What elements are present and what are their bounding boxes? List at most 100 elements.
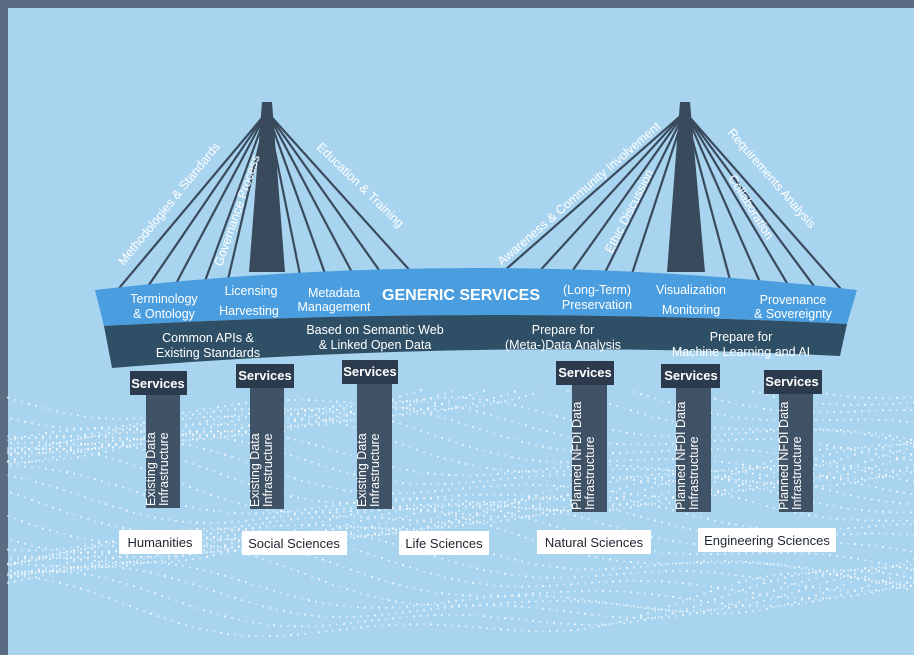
wave-dot: [443, 606, 447, 609]
wave-dot: [748, 561, 752, 565]
wave-dot: [216, 424, 220, 427]
wave-dot: [436, 394, 440, 397]
wave-dot: [531, 498, 535, 501]
wave-dot: [300, 597, 304, 600]
wave-dot: [429, 623, 433, 626]
wave-dot: [457, 482, 461, 485]
wave-dot: [363, 620, 367, 623]
wave-dot: [688, 553, 692, 556]
wave-dot: [513, 390, 517, 393]
wave-dot: [352, 501, 356, 504]
wave-dot: [443, 457, 447, 460]
wave-dot: [391, 532, 395, 535]
wave-dot: [349, 568, 353, 571]
wave-dot: [62, 489, 66, 492]
wave-dot: [317, 578, 321, 581]
wave-dot: [818, 448, 822, 451]
wave-dot: [412, 587, 416, 590]
wave-dot: [433, 507, 437, 510]
wave-dot: [758, 477, 762, 480]
wave-dot: [860, 509, 864, 512]
wave-dot: [534, 409, 538, 412]
wave-dot: [562, 474, 566, 477]
wave-dot: [27, 572, 31, 575]
wave-dot: [839, 506, 843, 509]
wave-dot: [9, 417, 13, 420]
wave-dot: [898, 586, 902, 589]
wave-dot: [289, 408, 293, 411]
wave-dot: [401, 518, 405, 521]
wave-dot: [219, 631, 223, 635]
wave-dot: [608, 602, 612, 605]
wave-dot: [730, 560, 734, 563]
wave-dot: [856, 465, 860, 469]
wave-dot: [814, 572, 818, 575]
deck-item-preservation: (Long-Term)Preservation: [562, 283, 632, 312]
wave-dot: [419, 400, 423, 403]
wave-dot: [408, 413, 412, 416]
wave-dot: [548, 413, 552, 416]
wave-dot: [482, 522, 486, 525]
wave-dot: [510, 456, 514, 459]
wave-dot: [636, 443, 640, 446]
wave-dot: [723, 560, 727, 563]
wave-dot: [324, 465, 328, 468]
wave-dot: [230, 456, 234, 459]
wave-dot: [209, 538, 213, 541]
wave-dot: [440, 613, 444, 617]
wave-dot: [506, 585, 510, 588]
wave-dot: [226, 548, 230, 551]
wave-dot: [216, 415, 220, 418]
wave-dot: [618, 509, 622, 513]
wave-dot: [828, 418, 832, 421]
wave-dot: [366, 534, 370, 537]
wave-dot: [807, 552, 811, 555]
wave-dot: [41, 447, 45, 450]
wave-dot: [114, 566, 118, 569]
wave-dot: [195, 521, 199, 524]
wave-dot: [51, 570, 55, 573]
wave-dot: [461, 443, 465, 446]
wave-dot: [485, 511, 489, 514]
wave-dot: [419, 471, 423, 474]
wave-dot: [622, 498, 626, 501]
wave-dot: [34, 557, 38, 560]
wave-dot: [202, 427, 206, 431]
wave-dot: [443, 392, 447, 395]
wave-dot: [839, 569, 843, 572]
wave-dot: [471, 402, 475, 405]
category-engineering-sciences: Engineering Sciences: [698, 528, 836, 552]
wave-dot: [839, 478, 843, 481]
wave-dot: [398, 584, 402, 587]
wave-dot: [478, 428, 482, 431]
wave-dot: [384, 520, 388, 524]
wave-dot: [636, 411, 640, 414]
wave-dot: [93, 442, 97, 446]
wave-dot: [317, 421, 321, 425]
wave-dot: [177, 622, 181, 625]
wave-dot: [419, 588, 423, 592]
wave-dot: [394, 413, 398, 417]
wave-dot: [863, 592, 867, 595]
wave-dot: [212, 545, 216, 548]
wave-dot: [83, 437, 87, 440]
wave-dot: [13, 460, 17, 463]
cable-line: [684, 111, 789, 286]
wave-dot: [237, 415, 241, 418]
wave-dot: [636, 500, 640, 503]
wave-dot: [748, 484, 752, 487]
left-cables: [117, 111, 411, 291]
wave-dot: [44, 570, 48, 573]
wave-dot: [443, 576, 447, 579]
wave-dot: [230, 500, 234, 503]
wave-dot: [867, 431, 871, 434]
wave-dot: [156, 615, 160, 618]
wave-dot: [636, 491, 640, 494]
wave-dot: [842, 595, 846, 599]
wave-dot: [41, 435, 45, 438]
wave-dot: [132, 585, 136, 588]
wave-dot: [748, 487, 752, 491]
wave-dot: [884, 454, 888, 457]
wave-dot: [874, 567, 878, 571]
wave-dot: [275, 520, 279, 523]
